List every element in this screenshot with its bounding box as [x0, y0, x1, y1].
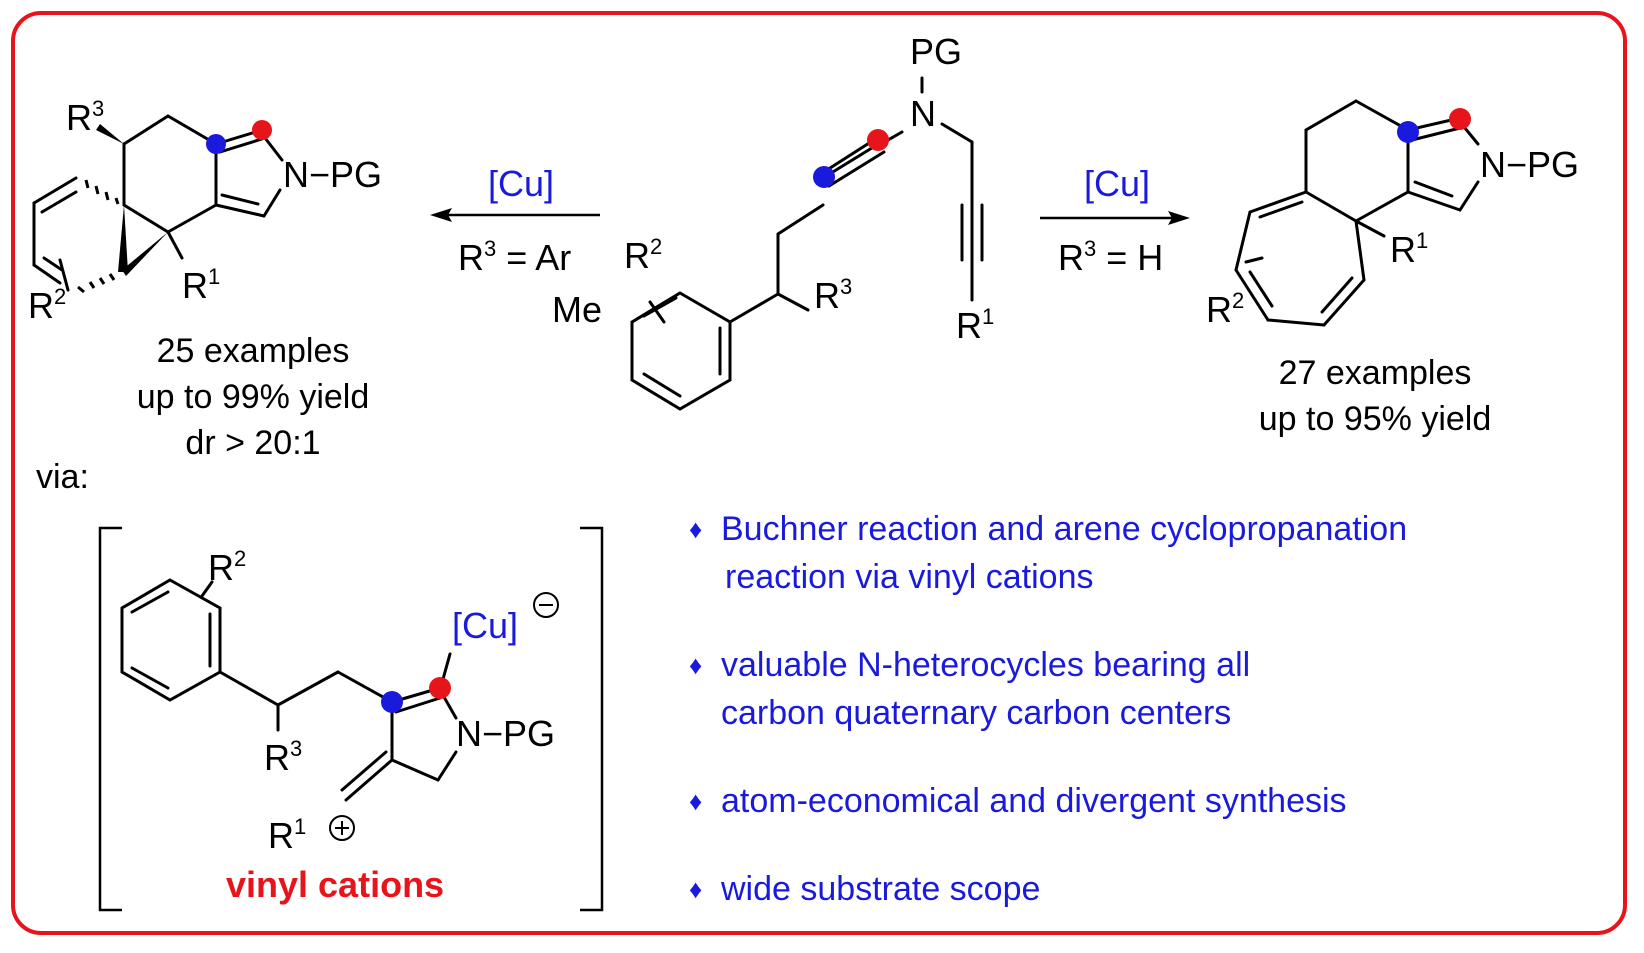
blue-atom-marker	[206, 134, 226, 154]
vinyl-cations-caption: vinyl cations	[226, 864, 445, 905]
label-r1: R1	[956, 304, 994, 346]
right-product-stats: 27 examples up to 95% yield	[1210, 350, 1540, 442]
blue-atom-marker	[381, 691, 403, 713]
left-product-structure: R3 N−PG R1 R2	[28, 96, 382, 326]
left-condition-me: Me	[552, 289, 602, 330]
stat-dr: dr > 20:1	[185, 424, 321, 462]
label-r3: R3	[66, 96, 104, 138]
right-product-structure: N−PG R1 R2	[1206, 99, 1579, 330]
red-atom-marker	[429, 677, 451, 699]
blue-atom-marker	[1397, 121, 1419, 143]
label-r1: R1	[1390, 228, 1428, 270]
label-r1: R1	[268, 814, 306, 856]
stat-examples: 25 examples	[156, 332, 350, 370]
label-r2: R2	[624, 234, 662, 276]
label-n: N	[910, 93, 936, 134]
label-pg: PG	[910, 31, 962, 72]
label-r1: R1	[182, 264, 220, 306]
outer-frame	[11, 11, 1627, 935]
negative-charge-icon	[533, 592, 559, 618]
left-product-stats: 25 examples up to 99% yield dr > 20:1	[88, 328, 418, 466]
red-atom-marker	[1449, 108, 1471, 130]
diamond-bullet-icon: ♦	[689, 650, 703, 680]
label-r3: R3	[814, 274, 852, 316]
label-n-pg: N−PG	[1480, 144, 1579, 185]
left-reaction-arrow: [Cu] R3 = Ar Me	[430, 163, 602, 330]
diamond-bullet-icon: ♦	[689, 514, 703, 544]
label-cu: [Cu]	[452, 605, 518, 646]
left-catalyst-label: [Cu]	[488, 163, 554, 204]
left-condition-label: R3 = Ar	[458, 236, 571, 278]
right-reaction-arrow: [Cu] R3 = H	[1040, 163, 1190, 278]
red-atom-marker	[252, 120, 272, 140]
via-label: via:	[36, 458, 89, 496]
stat-yield: up to 99% yield	[136, 378, 370, 416]
stat-yield: up to 95% yield	[1258, 400, 1492, 438]
label-r2: R2	[28, 284, 66, 326]
highlight-item: ♦ atom-economical and divergent synthesi…	[685, 777, 1585, 825]
intermediate-structure: R2 [Cu] N−PG R3 R1	[98, 526, 604, 912]
highlights-list: ♦ Buchner reaction and arene cyclopropan…	[685, 505, 1585, 953]
right-catalyst-label: [Cu]	[1084, 163, 1150, 204]
positive-charge-icon	[329, 815, 355, 841]
label-r2: R2	[1206, 288, 1244, 330]
substrate-structure: PG N R2 R3 R1	[624, 31, 994, 411]
red-atom-marker	[867, 129, 889, 151]
highlight-item: ♦ valuable N-heterocycles bearing all ca…	[685, 641, 1585, 737]
label-r3: R3	[264, 736, 302, 778]
label-r2: R2	[208, 546, 246, 588]
diamond-bullet-icon: ♦	[689, 786, 703, 816]
label-n-pg: N−PG	[456, 713, 555, 754]
blue-atom-marker	[813, 166, 835, 188]
highlight-item: ♦ wide substrate scope	[685, 865, 1585, 913]
diamond-bullet-icon: ♦	[689, 874, 703, 904]
stat-examples: 27 examples	[1278, 354, 1472, 392]
right-condition-label: R3 = H	[1058, 236, 1163, 278]
highlight-item: ♦ Buchner reaction and arene cyclopropan…	[685, 505, 1585, 601]
label-n-pg: N−PG	[283, 154, 382, 195]
